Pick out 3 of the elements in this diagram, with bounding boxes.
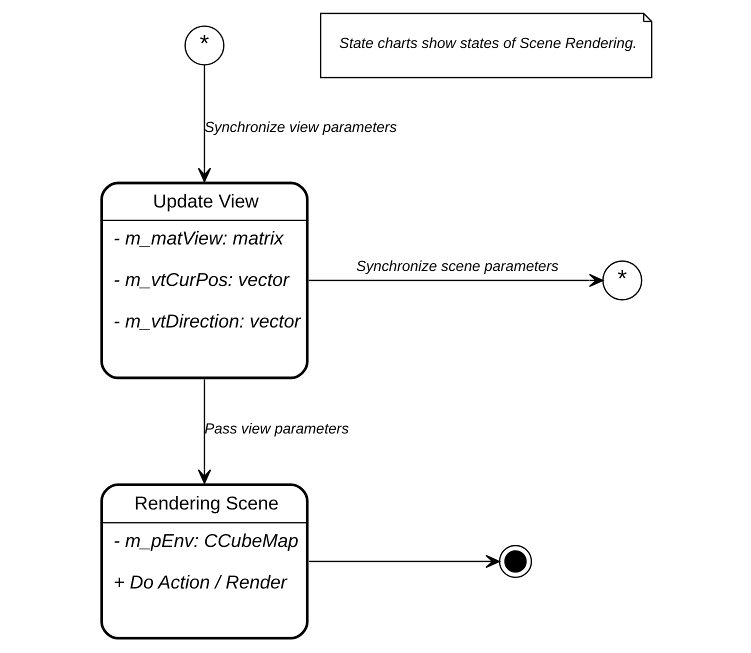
edge-label: Pass view parameters: [204, 422, 348, 438]
edge-label: Synchronize scene parameters: [356, 258, 558, 275]
edge-label: Synchronize view parameters: [204, 120, 396, 136]
